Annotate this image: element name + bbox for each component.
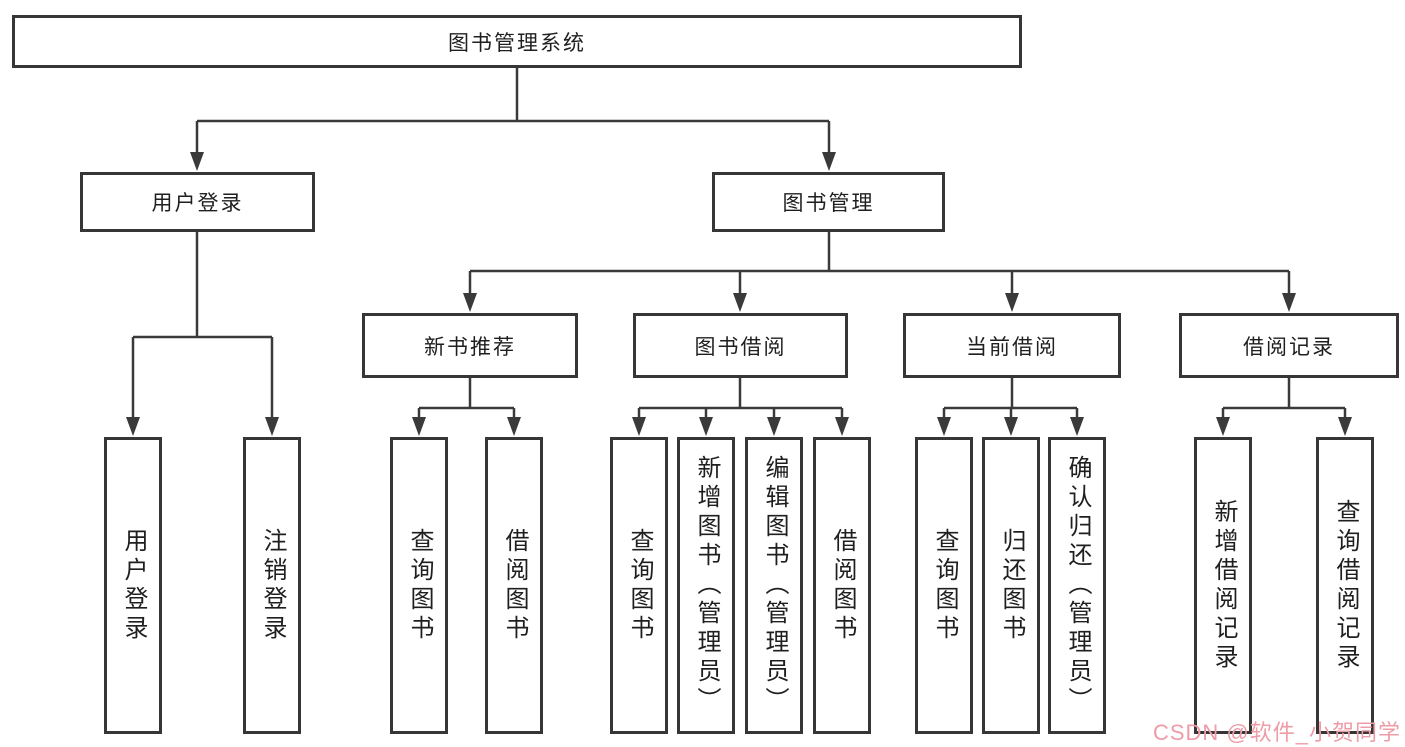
arrowhead-icon [937,417,951,436]
node-label: 编辑图书（管理员） [761,455,788,716]
node-label: 用户登录 [151,192,244,215]
node-leaf-return-book: 归还图书 [982,437,1040,734]
node-label: 新增图书（管理员） [693,455,720,716]
node-leaf-query-book-recommend: 查询图书 [390,437,448,734]
arrowhead-icon [1216,417,1230,436]
arrowhead-icon [412,417,426,436]
node-label: 借阅图书 [829,527,856,644]
node-book-management: 图书管理 [712,172,945,232]
arrowhead-icon [507,417,521,436]
node-current-borrow: 当前借阅 [903,313,1121,378]
node-label: 当前借阅 [966,335,1058,359]
node-leaf-add-book-admin: 新增图书（管理员） [677,437,735,734]
arrowhead-icon [822,152,836,171]
arrowhead-icon [1338,417,1352,436]
node-label: 新书推荐 [424,335,516,359]
node-leaf-logout: 注销登录 [243,437,301,734]
node-label: 查询图书 [626,527,653,644]
arrowhead-icon [265,417,279,436]
node-label: 借阅记录 [1243,335,1335,359]
arrowhead-icon [1005,293,1019,312]
node-user-login: 用户登录 [80,172,315,232]
node-label: 新增借阅记录 [1210,498,1237,673]
node-label: 图书管理 [782,192,875,215]
node-label: 查询图书 [931,527,958,644]
node-root: 图书管理系统 [12,15,1022,68]
arrowhead-icon [835,417,849,436]
watermark: CSDN @软件_小贺同学 [1152,720,1401,745]
node-label: 归还图书 [998,527,1025,644]
arrowhead-icon [733,293,747,312]
node-book-borrow: 图书借阅 [633,313,848,378]
node-label: 图书借阅 [694,335,787,359]
node-leaf-user-login: 用户登录 [104,437,162,734]
arrowhead-icon [1282,293,1296,312]
arrowhead-icon [126,417,140,436]
arrowhead-icon [190,152,204,171]
node-label: 注销登录 [259,527,286,644]
node-leaf-borrow-book-recommend: 借阅图书 [485,437,543,734]
node-label: 图书管理系统 [448,31,586,55]
arrowhead-icon [1004,417,1018,436]
node-new-book-recommend: 新书推荐 [362,313,578,378]
arrowhead-icon [463,293,477,312]
node-label: 确认归还（管理员） [1064,455,1091,716]
node-leaf-add-borrow-record: 新增借阅记录 [1194,437,1252,734]
node-label: 用户登录 [120,527,147,644]
node-label: 查询图书 [406,527,433,644]
arrowhead-icon [1070,417,1084,436]
node-leaf-edit-book-admin: 编辑图书（管理员） [745,437,803,734]
node-label: 借阅图书 [501,527,528,644]
arrowhead-icon [699,417,713,436]
node-borrow-records: 借阅记录 [1179,313,1399,378]
node-label: 查询借阅记录 [1332,498,1359,673]
node-leaf-query-book-borrow: 查询图书 [610,437,668,734]
node-leaf-query-borrow-record: 查询借阅记录 [1316,437,1374,734]
arrowhead-icon [767,417,781,436]
node-leaf-confirm-return-admin: 确认归还（管理员） [1048,437,1106,734]
node-leaf-borrow-book: 借阅图书 [813,437,871,734]
arrowhead-icon [632,417,646,436]
node-leaf-query-book-current: 查询图书 [915,437,973,734]
